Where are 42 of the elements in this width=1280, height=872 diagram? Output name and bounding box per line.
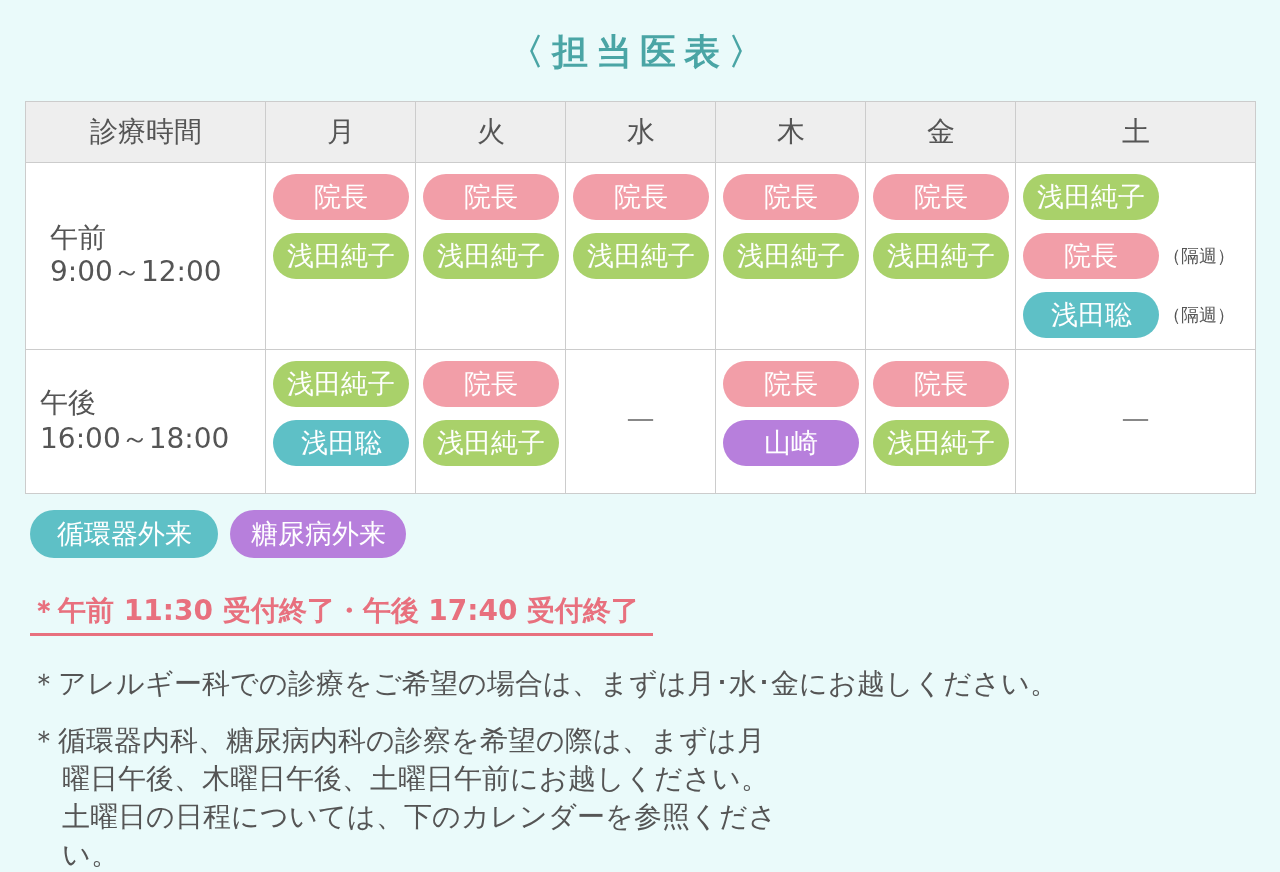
header-cell: 診療時間: [25, 101, 266, 163]
doctor-badge: 院長: [873, 174, 1009, 220]
header-cell: 火: [415, 101, 566, 163]
time-range: 16:00～18:00: [40, 422, 230, 456]
doctor-badge: 浅田聡: [1023, 292, 1159, 338]
doctor-badge: 院長: [723, 174, 859, 220]
legend-badge: 糖尿病外来: [230, 510, 406, 558]
doctor-badge: 浅田純子: [873, 233, 1009, 279]
doctor-badge: 浅田純子: [423, 420, 559, 466]
doctor-badge: 浅田純子: [873, 420, 1009, 466]
doctor-badge: 院長: [423, 174, 559, 220]
title: 〈担当医表〉: [507, 30, 773, 74]
period-label: 午後: [40, 386, 96, 420]
dash-mark: —: [625, 402, 656, 436]
doctor-badge: 院長: [423, 361, 559, 407]
doctor-badge: 院長: [273, 174, 409, 220]
note-text: ＊循環器内科、糖尿病内科の診察を希望の際は、まずは月曜日午後、木曜日午後、土曜日午前にお越しください。土曜日の日程については、下のカレンダーを参照ください。: [30, 723, 778, 872]
note-text: ＊アレルギー科での診療をご希望の場合は、まずは月･水･金にお越しください。: [30, 666, 1058, 702]
header-cell: 土: [1015, 101, 1256, 163]
note-label: （隔週）: [1163, 304, 1235, 326]
doctor-badge: 浅田聡: [273, 420, 409, 466]
header-cell: 木: [715, 101, 866, 163]
header-cell: 金: [865, 101, 1016, 163]
doctor-badge: 院長: [723, 361, 859, 407]
doctor-badge: 山崎: [723, 420, 859, 466]
doctor-badge: 浅田純子: [573, 233, 709, 279]
deadline-note: ＊午前 11:30 受付終了・午後 17:40 受付終了: [30, 592, 654, 636]
time-range: 9:00～12:00: [50, 255, 222, 289]
doctor-badge: 院長: [873, 361, 1009, 407]
doctor-badge: 浅田純子: [723, 233, 859, 279]
period-label: 午前: [50, 221, 106, 255]
doctor-badge: 浅田純子: [273, 361, 409, 407]
header-cell: 水: [565, 101, 716, 163]
note-label: （隔週）: [1163, 245, 1235, 267]
doctor-badge: 院長: [1023, 233, 1159, 279]
header-cell: 月: [265, 101, 416, 163]
legend-badge: 循環器外来: [30, 510, 218, 558]
doctor-badge: 浅田純子: [273, 233, 409, 279]
doctor-badge: 浅田純子: [423, 233, 559, 279]
doctor-badge: 院長: [573, 174, 709, 220]
dash-mark: —: [1120, 402, 1151, 436]
doctor-badge: 浅田純子: [1023, 174, 1159, 220]
